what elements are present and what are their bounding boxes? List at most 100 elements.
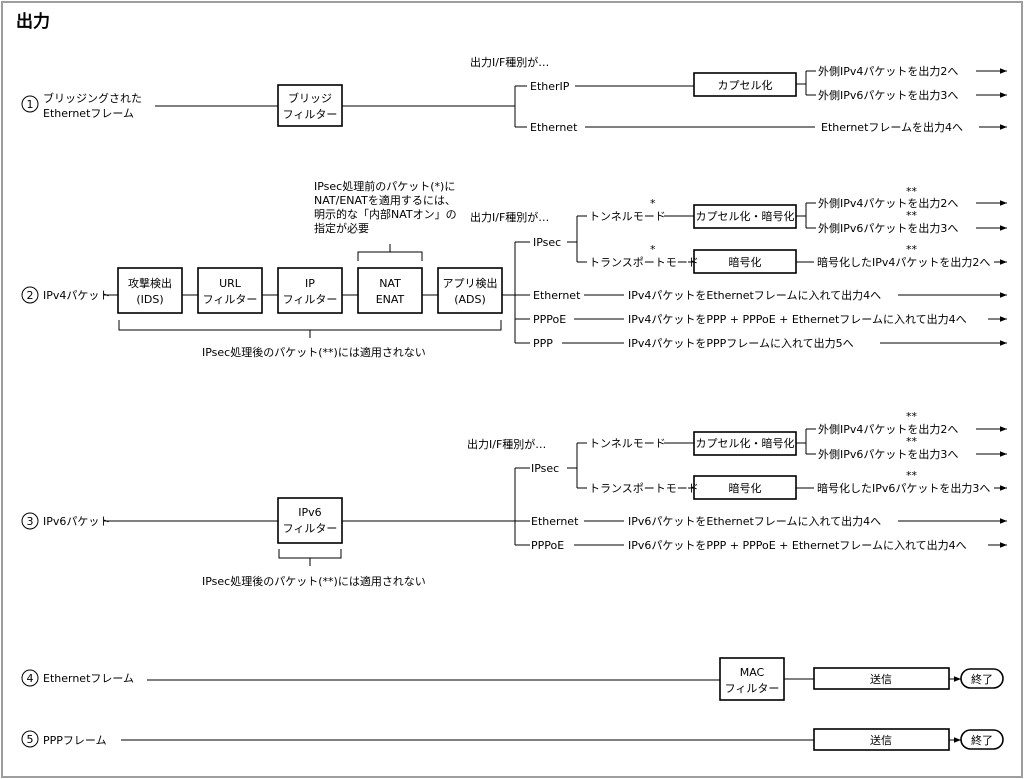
s2-note-top-4: 指定が必要 bbox=[314, 221, 369, 235]
s2-out-v6-dstar: ** bbox=[906, 209, 918, 222]
s2-enc-label: 暗号化 bbox=[729, 255, 762, 269]
s1-capsule-label: カプセル化 bbox=[718, 78, 773, 92]
mac-filter-line2: フィルター bbox=[725, 682, 780, 695]
section-4 bbox=[21, 657, 1004, 701]
s1-out-v4: 外側IPv4パケットを出力2へ bbox=[818, 64, 958, 78]
section-3-number-circle bbox=[21, 512, 39, 530]
s3-out-v6: 外側IPv6パケットを出力3へ bbox=[818, 447, 958, 461]
page-title: 出力 bbox=[16, 11, 50, 32]
s3-if-heading: 出力I/F種別が… bbox=[467, 437, 546, 451]
s2-note-top-3: 明示的な「内部NATオン」の bbox=[314, 207, 457, 221]
s3-enc-out-dstar: ** bbox=[906, 469, 918, 482]
s2-note-top-1: IPsec処理前のパケット(*)に bbox=[314, 179, 455, 193]
s5-terminal-label: 終了 bbox=[971, 733, 993, 747]
section-1-number: 1 bbox=[27, 98, 34, 111]
s2-ppp-out: IPv4パケットをPPPフレームに入れて出力5へ bbox=[628, 336, 854, 350]
s4-terminal bbox=[960, 668, 1004, 689]
section-2-labels: 2 IPv4パケット 攻撃検出 (IDS) URL フィルター IP フィルター… bbox=[27, 179, 991, 359]
ids-line1: 攻撃検出 bbox=[128, 276, 172, 290]
ip-line2: フィルター bbox=[283, 293, 338, 306]
s2-pppoe-out: IPv4パケットをPPP + PPPoE + Ethernetフレームに入れて出… bbox=[628, 312, 967, 326]
s1-out-v6: 外側IPv6パケットを出力3へ bbox=[818, 88, 958, 102]
s2-note-bottom: IPsec処理後のパケット(**)には適用されない bbox=[202, 345, 426, 359]
s2-eth-out: IPv4パケットをEthernetフレームに入れて出力4へ bbox=[628, 288, 881, 302]
s2-capsule-enc-label: カプセル化・暗号化 bbox=[696, 209, 795, 223]
s4-send-label: 送信 bbox=[870, 672, 892, 686]
section-4-number: 4 bbox=[27, 672, 34, 685]
s2-transport-star: * bbox=[650, 243, 656, 256]
s3-out-v4-dstar: ** bbox=[906, 410, 918, 423]
section-1-number-circle bbox=[21, 95, 39, 113]
s2-out-v4-dstar: ** bbox=[906, 185, 918, 198]
url-line2: フィルター bbox=[203, 293, 258, 306]
s1-etherip-label: EtherIP bbox=[530, 80, 570, 93]
s5-terminal bbox=[960, 729, 1004, 750]
s2-tunnel-label: トンネルモード bbox=[589, 210, 666, 223]
s3-tunnel-label: トンネルモード bbox=[589, 437, 666, 450]
s1-input-line1: ブリッジングされた bbox=[43, 91, 142, 105]
bridge-filter-line2: フィルター bbox=[283, 108, 338, 121]
s1-ethernet-label: Ethernet bbox=[530, 121, 578, 134]
s5-send-label: 送信 bbox=[870, 733, 892, 747]
s3-capsule-enc-label: カプセル化・暗号化 bbox=[696, 436, 795, 450]
s1-eth-out: Ethernetフレームを出力4へ bbox=[821, 120, 963, 134]
s3-input: IPv6パケット bbox=[43, 515, 110, 528]
s2-input: IPv4パケット bbox=[43, 289, 110, 302]
s3-pppoe-label: PPPoE bbox=[531, 539, 564, 552]
s2-enc-out-dstar: ** bbox=[906, 243, 918, 256]
ads-line2: (ADS) bbox=[454, 293, 486, 306]
s5-input: PPPフレーム bbox=[43, 734, 107, 747]
s3-enc-out: 暗号化したIPv6パケットを出力3へ bbox=[817, 481, 990, 495]
s2-ethernet-label: Ethernet bbox=[533, 289, 581, 302]
section-2 bbox=[21, 200, 1007, 346]
s2-enc-out: 暗号化したIPv4パケットを出力2へ bbox=[817, 255, 990, 269]
s2-ipsec-label: IPsec bbox=[533, 236, 561, 249]
url-filter-box bbox=[197, 267, 263, 314]
ipv6-filter-box bbox=[277, 497, 343, 544]
s2-pppoe-label: PPPoE bbox=[533, 313, 566, 326]
s2-transport-label: トランスポートモード bbox=[589, 256, 699, 269]
ids-box bbox=[117, 267, 183, 314]
s2-note-top-2: NAT/ENATを適用するには、 bbox=[314, 193, 456, 207]
s2-ppp-label: PPP bbox=[533, 337, 553, 350]
section-5 bbox=[21, 728, 1004, 751]
s2-tunnel-star: * bbox=[650, 197, 656, 210]
s1-input-line2: Ethernetフレーム bbox=[43, 107, 134, 120]
section-5-number-circle bbox=[21, 730, 39, 748]
section-3-number: 3 bbox=[27, 515, 34, 528]
section-4-labels: 4 Ethernetフレーム MAC フィルター 送信 終了 bbox=[27, 666, 994, 695]
nat-box bbox=[357, 267, 423, 314]
s1-if-heading: 出力I/F種別が… bbox=[470, 55, 549, 69]
section-2-number-circle bbox=[21, 286, 39, 304]
s2-out-v4: 外側IPv4パケットを出力2へ bbox=[818, 196, 958, 210]
ip-line1: IP bbox=[305, 277, 315, 290]
bridge-filter-line1: ブリッジ bbox=[288, 91, 332, 105]
section-3-labels: 3 IPv6パケット IPv6 フィルター IPsec処理後のパケット(**)に… bbox=[27, 410, 991, 588]
section-3 bbox=[21, 426, 1007, 566]
s3-eth-out: IPv6パケットをEthernetフレームに入れて出力4へ bbox=[628, 514, 881, 528]
nat-line2: ENAT bbox=[376, 293, 405, 306]
ads-line1: アプリ検出 bbox=[443, 276, 498, 290]
ipv6-filter-line2: フィルター bbox=[283, 522, 338, 535]
s3-out-v4: 外側IPv4パケットを出力2へ bbox=[818, 422, 958, 436]
s3-note-bottom: IPsec処理後のパケット(**)には適用されない bbox=[202, 574, 426, 588]
section-5-labels: 5 PPPフレーム 送信 終了 bbox=[27, 733, 994, 747]
s3-ipsec-label: IPsec bbox=[531, 462, 559, 475]
s3-ethernet-label: Ethernet bbox=[531, 515, 579, 528]
s3-pppoe-out: IPv6パケットをPPP + PPPoE + Ethernetフレームに入れて出… bbox=[628, 538, 967, 552]
section-2-number: 2 bbox=[27, 289, 34, 302]
s2-if-heading: 出力I/F種別が… bbox=[470, 210, 549, 224]
section-4-number-circle bbox=[21, 669, 39, 687]
url-line1: URL bbox=[219, 277, 242, 290]
s4-input: Ethernetフレーム bbox=[43, 672, 134, 685]
ipv6-filter-line1: IPv6 bbox=[298, 506, 321, 519]
section-1 bbox=[21, 68, 1007, 130]
section-1-labels: 1 ブリッジングされた Ethernetフレーム ブリッジ フィルター 出力I/… bbox=[27, 55, 964, 134]
ip-filter-box bbox=[277, 267, 343, 314]
ads-box bbox=[437, 267, 503, 314]
s2-out-v6: 外側IPv6パケットを出力3へ bbox=[818, 221, 958, 235]
s4-terminal-label: 終了 bbox=[971, 672, 993, 686]
s3-transport-label: トランスポートモード bbox=[589, 482, 699, 495]
